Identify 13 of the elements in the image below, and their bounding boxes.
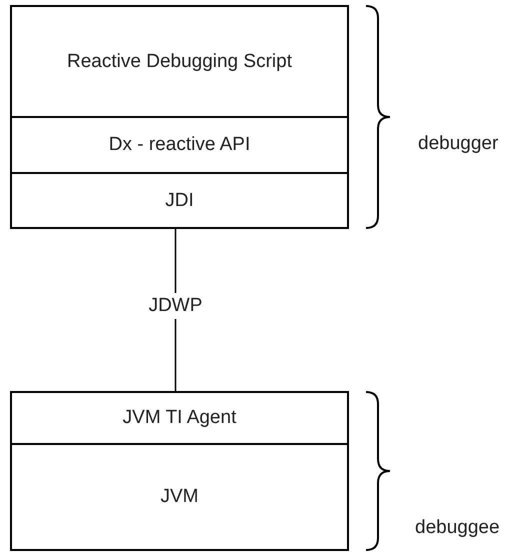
layer-box [10,443,349,551]
layer-label: Dx - reactive API [108,134,250,156]
edge-label: JDWP [146,293,204,319]
layer-box [10,5,349,118]
layer-label: JDI [165,190,194,212]
brace-label: debugger [418,133,498,155]
layer-box [10,172,349,229]
layer-label: JVM [160,486,198,508]
brace-label: debuggee [415,517,500,539]
layer-label: JVM TI Agent [122,407,236,429]
layer-box [10,116,349,174]
layer-box [10,391,349,445]
layer-label: Reactive Debugging Script [67,50,292,72]
